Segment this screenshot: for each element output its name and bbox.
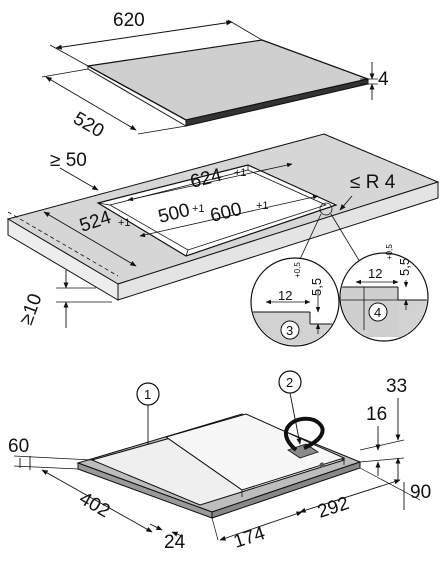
detail-3-height-tol: +0,5 [293,262,302,278]
dim-292: 292 [315,493,352,523]
dim-24: 24 [164,532,186,553]
detail-3-number: 3 [286,323,293,338]
detail-4-height: 5,5 [397,258,412,276]
cooktop-top-view: 620 520 4 [41,10,389,142]
dim-cutout-depth-tol: +1 [118,217,131,229]
dim-90: 90 [410,482,431,503]
dim-16: 16 [366,404,387,425]
dim-inner-width-tol: +1 [256,200,269,212]
detail-4: 12 5,5 +0,5 4 [339,244,429,342]
dim-min-edge: ≥ 50 [50,150,87,171]
cooktop-glass [86,39,371,121]
detail-4-number: 4 [374,305,381,320]
mains-cable [284,416,325,452]
dim-33: 33 [386,376,407,397]
detail-3-height: 5,5 [309,278,324,296]
dim-min-worktop: ≥10 [16,291,47,328]
dim-inner-depth-tol: +1 [192,203,205,215]
detail-3: 12 5,5 +0,5 3 [250,257,340,347]
dim-cutout-width-tol: +1 [234,167,247,179]
detail-4-width: 12 [368,266,382,281]
dim-top-thickness: 4 [378,69,389,90]
dim-174: 174 [231,523,268,553]
dim-top-depth: 520 [70,108,108,142]
callout-1: 1 [144,387,151,402]
detail-4-height-tol: +0,5 [385,244,394,260]
dim-60: 60 [8,436,29,457]
dim-402: 402 [76,488,114,522]
cooktop-bottom-view: 1 2 33 16 60 402 24 174 29 [8,370,431,553]
callout-2: 2 [286,375,293,390]
worktop-cutout-view: ≥ 50 624 +1 500 +1 600 +1 524 +1 ≤ R 4 ≥… [6,133,440,328]
detail-3-width: 12 [278,288,292,303]
dim-top-width: 620 [113,10,145,31]
dim-corner-radius: ≤ R 4 [350,172,396,193]
